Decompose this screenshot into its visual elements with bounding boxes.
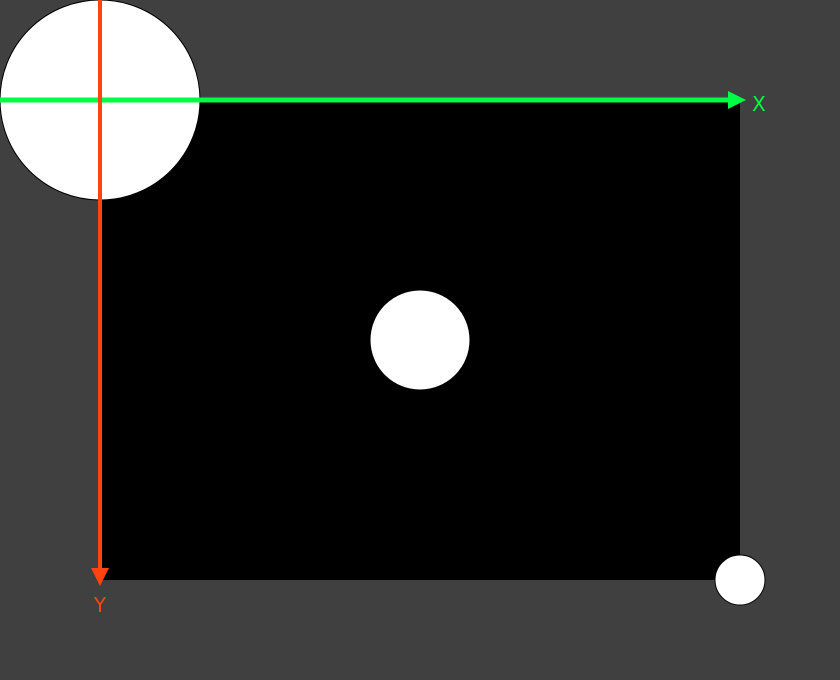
corner-circle xyxy=(714,554,766,606)
y-axis: Y xyxy=(91,0,109,617)
center-circle xyxy=(369,289,471,391)
y-axis-arrowhead xyxy=(91,568,109,586)
x-axis-label: X xyxy=(752,92,766,116)
x-axis: X xyxy=(0,91,766,116)
y-axis-label: Y xyxy=(93,593,107,617)
x-axis-arrowhead xyxy=(728,91,746,109)
